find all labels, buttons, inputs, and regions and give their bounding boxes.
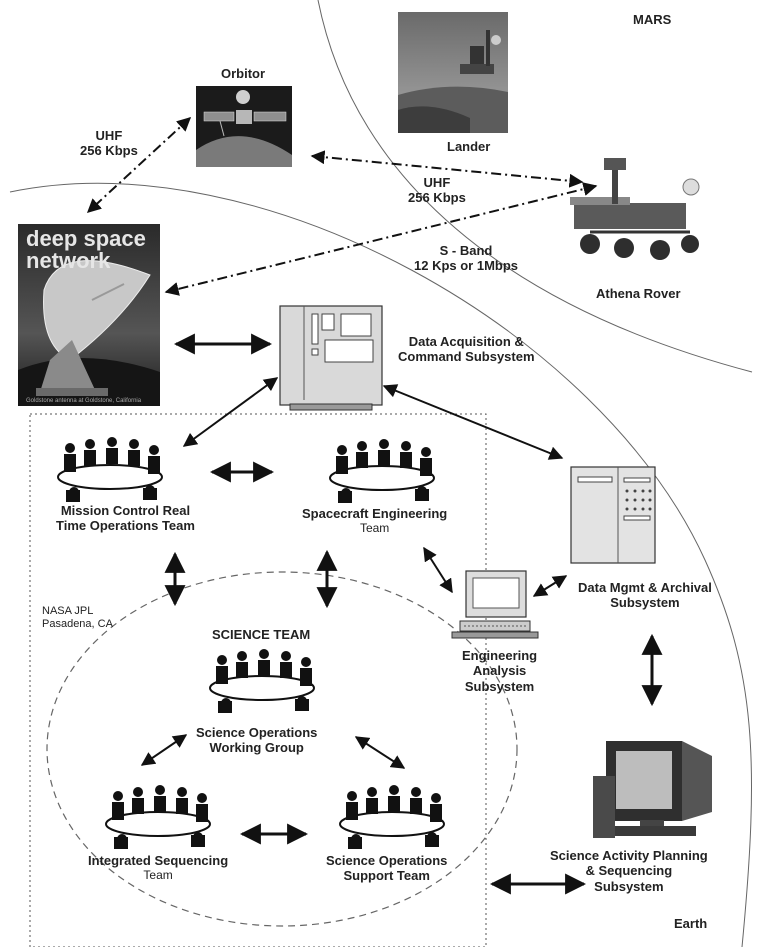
mission-control-label: Mission Control Real Time Operations Tea… [56, 503, 195, 534]
spacecraft-engineering-label-line2: Team [359, 521, 390, 536]
sost-label-line1: Science Operations [326, 853, 448, 868]
engineering-computer-image [451, 570, 539, 639]
athena-rover-label: Athena Rover [596, 286, 681, 301]
uhf-left-link-label: UHF 256 Kbps [80, 128, 138, 159]
integrated-sequencing-label: Integrated Sequencing Team [88, 853, 228, 882]
sowg-team-icon [209, 649, 315, 713]
daq-mission-control-arrow [182, 377, 279, 447]
engineering-datamgmt-arrow [532, 575, 568, 597]
sowg-integrated-arrow [140, 734, 188, 766]
daq-label: Data Acquisition & Command Subsystem [398, 334, 535, 365]
science-planning-label-line1: Science Activity Planning [550, 848, 708, 863]
engineering-analysis-label-line2: Analysis [472, 663, 527, 679]
data-mgmt-label-line2: Subsystem [610, 595, 680, 611]
mission-control-team-icon [57, 437, 163, 502]
orbitor-label: Orbitor [221, 66, 266, 81]
mars-region-label: MARS [633, 12, 672, 27]
uhf-right-link-label: UHF 256 Kbps [408, 175, 466, 206]
orbitor-image [196, 86, 292, 167]
athena-rover-image [570, 158, 700, 260]
engineering-analysis-label-line3: Subsystem [464, 678, 535, 694]
science-team-label: SCIENCE TEAM [212, 627, 311, 642]
uhf-orbitor-dsn-link [86, 117, 192, 213]
nasa-jpl-label: NASA JPL Pasadena, CA [42, 605, 113, 631]
sowg-sost-arrow [354, 736, 406, 769]
data-mgmt-label: Data Mgmt & Archival Subsystem [578, 580, 712, 611]
dsn-caption-text: Goldstone antenna at Goldstone, Californ… [26, 398, 142, 404]
spacecraft-engineering-label-line1: Spacecraft Engineering [302, 506, 448, 521]
sowg-label: Science Operations Working Group [196, 725, 317, 756]
lander-image [398, 12, 508, 133]
earth-region-label: Earth [674, 916, 708, 931]
science-planning-label-line2: & Sequencing [585, 863, 673, 879]
nasa-jpl-label-line2: Pasadena, CA [42, 618, 113, 631]
science-planning-label: Science Activity Planning & Sequencing S… [550, 848, 708, 894]
deep-space-network-image [18, 224, 160, 406]
spacecraft-engineering-label: Spacecraft Engineering Team [302, 506, 447, 535]
integrated-sequencing-label-line1: Integrated Sequencing [88, 853, 229, 868]
uhf-right-link-label-line1: UHF [423, 175, 451, 190]
sost-label-line2: Support Team [343, 868, 430, 884]
lander-label: Lander [447, 139, 491, 154]
spacecraft-engineering-arrow [423, 546, 453, 594]
science-planning-label-line3: Subsystem [594, 878, 664, 894]
daq-datamgmt-arrow [382, 384, 564, 460]
uhf-orbitor-rover-link [310, 150, 584, 188]
sband-rover-dsn-link [164, 182, 598, 296]
science-ops-support-team-icon [339, 785, 445, 849]
dsn-title-text: deep space network [26, 226, 146, 273]
sowg-label-line2: Working Group [209, 740, 304, 756]
spacecraft-engineering-team-icon [329, 439, 435, 503]
daq-label-line1: Data Acquisition & [408, 334, 524, 349]
sband-link-label-line2: 12 Kps or 1Mbps [414, 258, 519, 274]
nasa-jpl-boundary-box [29, 413, 487, 947]
sost-label: Science Operations Support Team [326, 853, 447, 884]
data-mgmt-server-image [570, 466, 656, 564]
engineering-analysis-label-line1: Engineering [462, 648, 538, 663]
sband-link-label: S - Band 12 Kps or 1Mbps [414, 243, 518, 274]
engineering-analysis-label: Engineering Analysis Subsystem [462, 648, 537, 694]
nasa-jpl-label-line1: NASA JPL [42, 605, 94, 617]
daq-label-line2: Command Subsystem [398, 349, 535, 365]
integrated-sequencing-label-line2: Team [143, 868, 173, 883]
uhf-left-link-label-line2: 256 Kbps [80, 143, 138, 159]
uhf-right-link-label-line2: 256 Kbps [408, 190, 466, 206]
mission-control-label-line1: Mission Control Real [60, 503, 191, 518]
mission-control-label-line2: Time Operations Team [56, 518, 195, 534]
science-planning-workstation-image [593, 741, 712, 838]
sband-link-label-line1: S - Band [439, 243, 493, 258]
uhf-left-link-label-line1: UHF [95, 128, 123, 143]
sowg-label-line1: Science Operations [196, 725, 318, 740]
science-team-boundary [46, 571, 518, 927]
data-acquisition-server-image [279, 305, 383, 411]
data-mgmt-label-line1: Data Mgmt & Archival [578, 580, 712, 595]
integrated-sequencing-team-icon [105, 785, 211, 849]
